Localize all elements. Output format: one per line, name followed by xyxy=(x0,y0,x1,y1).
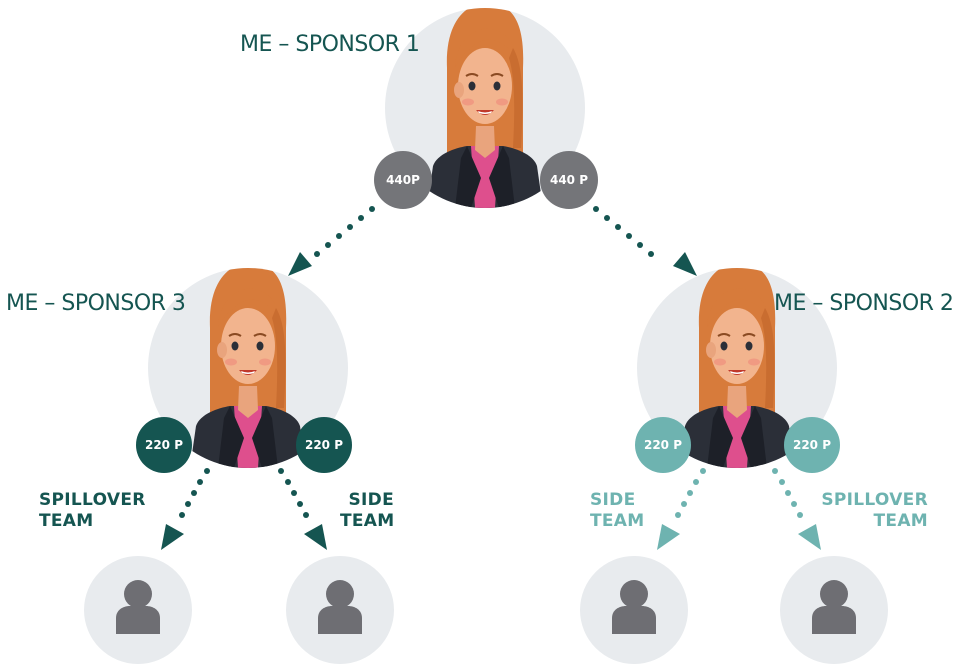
user-node-1 xyxy=(84,556,192,664)
arrow-down-icon xyxy=(673,252,697,276)
sponsor-2-node: 220 P 220 P xyxy=(635,268,840,473)
svg-text:220 P: 220 P xyxy=(644,438,682,452)
svg-text:220 P: 220 P xyxy=(145,438,183,452)
connector-left-left xyxy=(161,468,210,550)
user-node-2 xyxy=(286,556,394,664)
connector-left-right xyxy=(278,468,327,550)
sponsor-2-right-badge: 220 P xyxy=(784,417,840,473)
sponsor-2-title: ME – SPONSOR 2 xyxy=(774,291,954,316)
arrow-down-icon xyxy=(288,252,312,276)
arrow-down-icon xyxy=(798,524,821,550)
sponsor-1-left-badge: 440P xyxy=(374,151,432,209)
arrow-down-icon xyxy=(161,524,184,550)
connector-top-right xyxy=(593,206,697,276)
svg-text:220 P: 220 P xyxy=(305,438,343,452)
user-node-4 xyxy=(780,556,888,664)
sponsor-2-left-badge: 220 P xyxy=(635,417,691,473)
connector-top-left xyxy=(288,206,375,276)
connector-right-right xyxy=(772,468,821,550)
sponsor-1-node: 440P 440 P xyxy=(374,8,598,209)
sponsor-3-title: ME – SPONSOR 3 xyxy=(6,291,186,316)
sponsor-3-left-badge: 220 P xyxy=(136,417,192,473)
svg-text:220 P: 220 P xyxy=(793,438,831,452)
sponsor-1-right-badge: 440 P xyxy=(540,151,598,209)
sponsor-1-title: ME – SPONSOR 1 xyxy=(240,32,420,57)
arrow-down-icon xyxy=(657,524,680,550)
sponsor-3-right-badge: 220 P xyxy=(296,417,352,473)
connector-right-left xyxy=(657,468,706,550)
sponsor-3-node: 220 P 220 P xyxy=(136,268,352,473)
user-node-3 xyxy=(580,556,688,664)
arrow-down-icon xyxy=(304,524,327,550)
svg-text:440P: 440P xyxy=(386,173,420,187)
svg-text:440 P: 440 P xyxy=(550,173,588,187)
